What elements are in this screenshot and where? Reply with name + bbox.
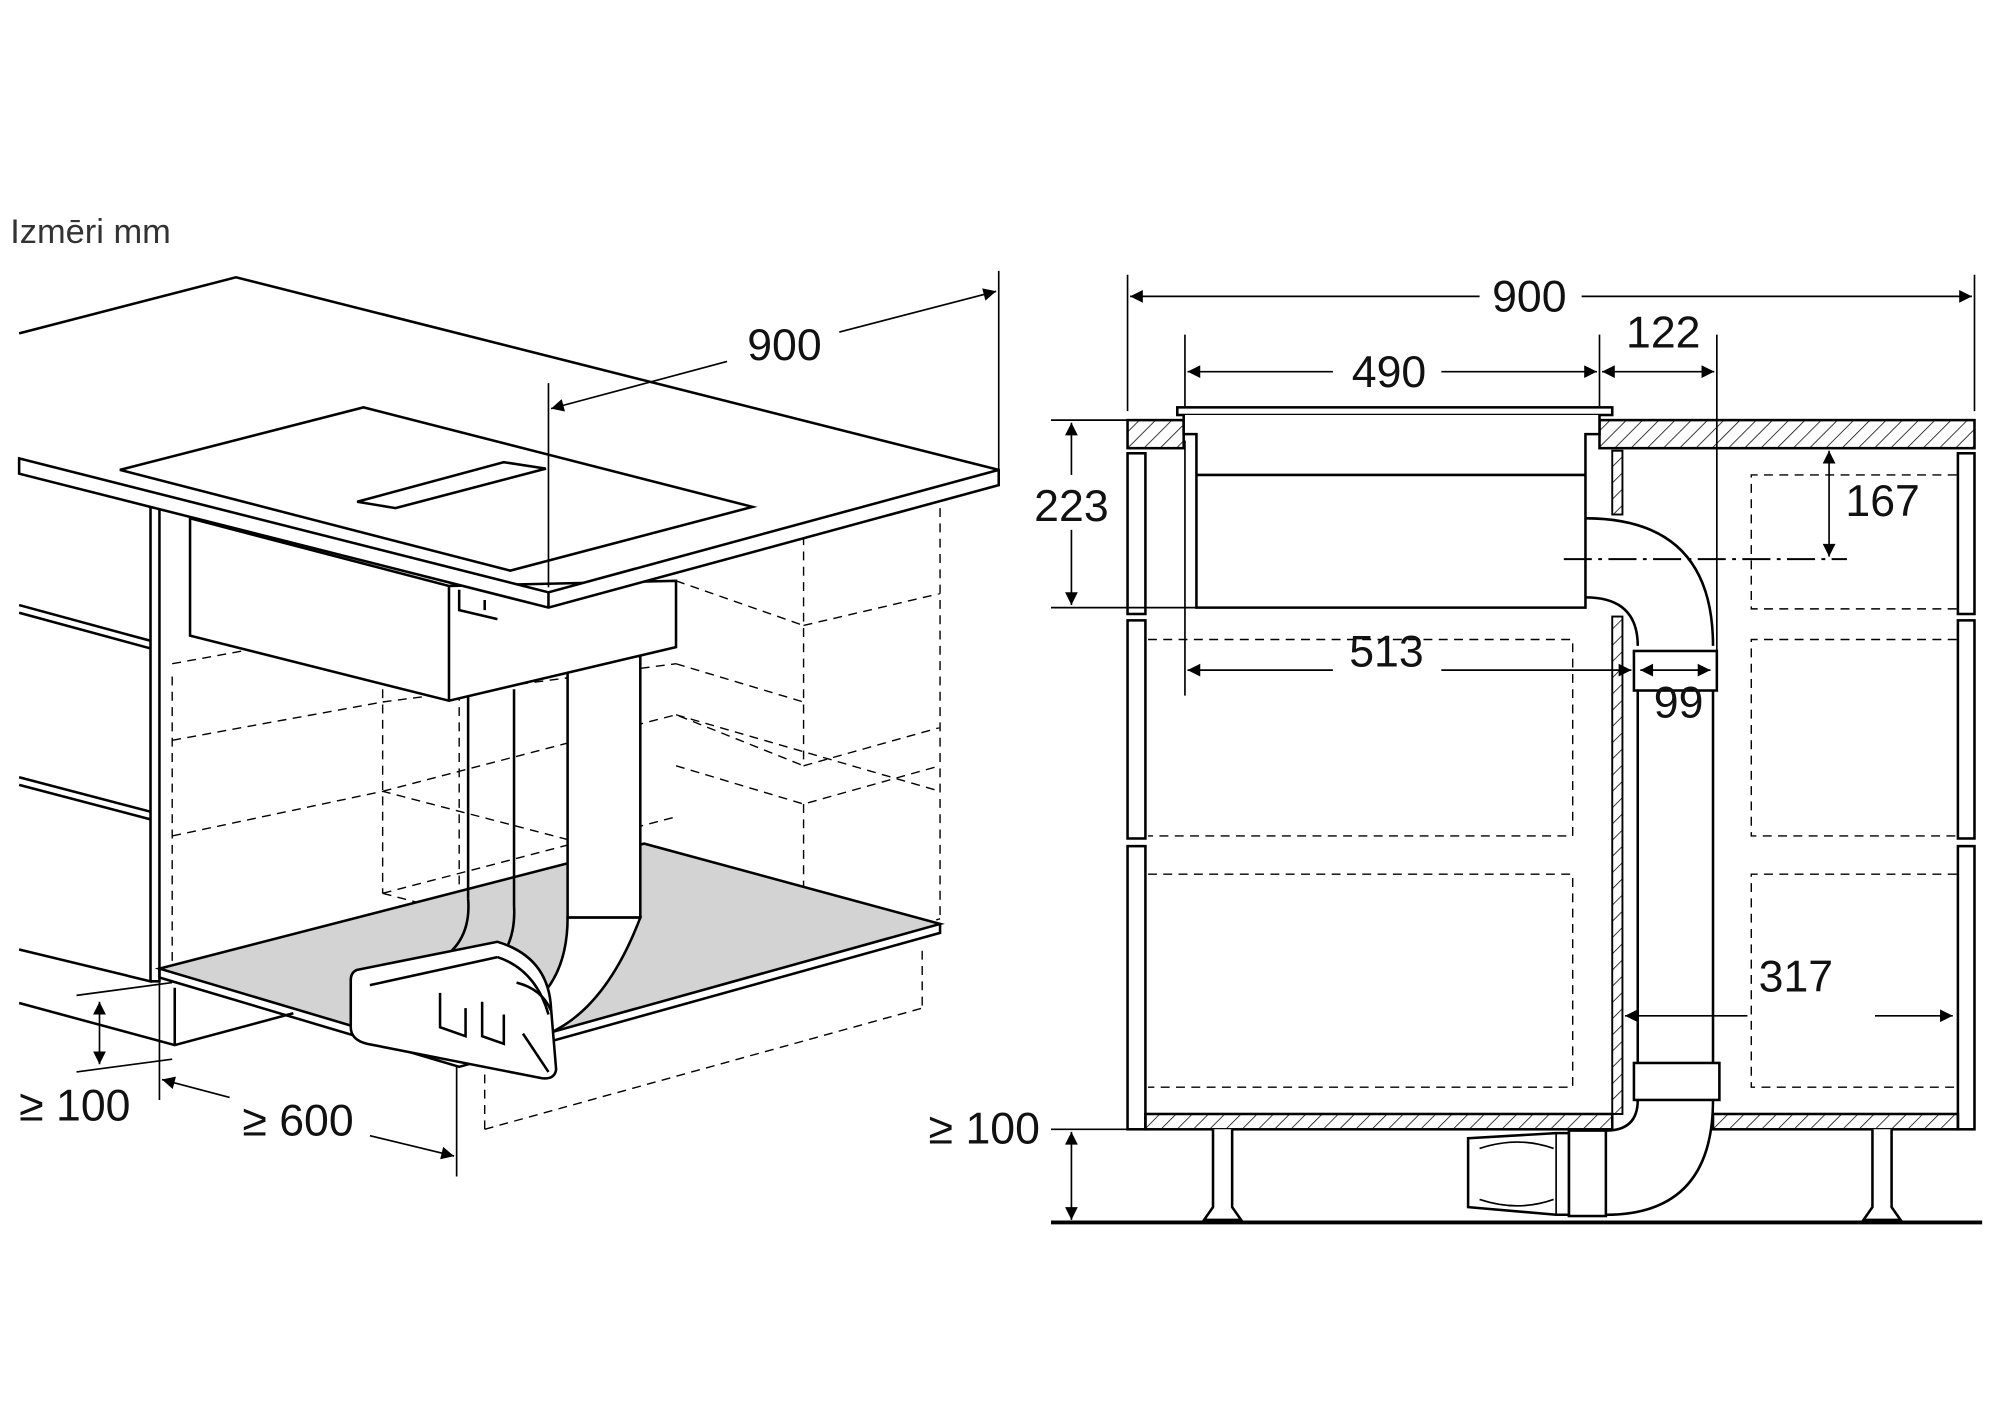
duct-diameter-label: 99 xyxy=(1654,678,1704,727)
hob-depth-label: 223 xyxy=(1034,482,1108,531)
hob-body xyxy=(188,516,678,703)
bottom-shelf-left xyxy=(1144,1112,1614,1131)
partition xyxy=(1611,615,1624,1115)
duct-outlet xyxy=(349,940,558,1080)
partition-top xyxy=(1611,449,1624,516)
side-distance-label: 317 xyxy=(1759,953,1833,1002)
section-dimensions: 900 490 122 223 167 513 99 317 ≥ 100 xyxy=(929,273,1976,1220)
section-plinth-label: ≥ 100 xyxy=(929,1104,1040,1153)
iso-width-label: 900 xyxy=(747,321,821,370)
duct-pipe-section xyxy=(1466,517,1721,1218)
cabinet-side-panels xyxy=(1126,452,1976,1131)
iso-depth-label: ≥ 600 xyxy=(242,1097,353,1146)
hob-section xyxy=(1176,406,1614,609)
diagram-title: Izmēri mm xyxy=(10,213,171,251)
iso-dimensions: 900 ≥ 100 ≥ 600 xyxy=(19,270,1000,1177)
countertop xyxy=(17,275,1000,621)
countertop-right xyxy=(1598,418,1976,450)
cabinet-dashed-outline xyxy=(171,508,941,1130)
hob-width-label: 490 xyxy=(1352,348,1426,397)
hob-vent-slot xyxy=(356,460,547,510)
drawer-outlines xyxy=(1147,474,1957,1088)
offset-label: 122 xyxy=(1626,308,1700,357)
duct-center-label: 167 xyxy=(1845,477,1919,526)
countertop-left xyxy=(1126,418,1185,450)
isometric-view: 900 ≥ 100 ≥ 600 xyxy=(17,270,1000,1177)
duct-distance-label: 513 xyxy=(1349,627,1423,676)
iso-plinth-label: ≥ 100 xyxy=(19,1081,130,1130)
section-view: 900 490 122 223 167 513 99 317 ≥ 100 xyxy=(929,273,1983,1225)
bottom-shelf-right xyxy=(1711,1112,1960,1131)
cabinet-legs xyxy=(1201,1129,1903,1222)
total-width-label: 900 xyxy=(1492,273,1566,322)
